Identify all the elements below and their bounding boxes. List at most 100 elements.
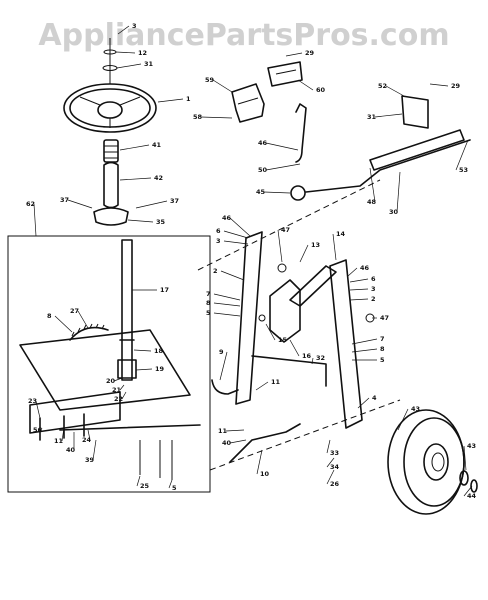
axle-center (269, 279, 301, 343)
callout-leader-c43-top (397, 408, 409, 431)
callout-label-c24: 24 (82, 436, 92, 444)
callout-label-c47-right: 47 (380, 314, 389, 322)
callout-label-c27: 27 (70, 307, 79, 315)
callout-label-c40-left: 40 (66, 446, 76, 454)
watermark-text: AppliancePartsPros.com (38, 18, 449, 53)
callout-leader-c59 (212, 79, 233, 93)
callout-leader-c8 (54, 315, 73, 333)
callout-label-c12: 12 (138, 49, 147, 57)
callout-label-c7: 7 (206, 290, 211, 298)
callout-leader-c16 (289, 339, 300, 357)
callout-leader-c18 (133, 349, 152, 352)
callout-label-c6: 6 (216, 227, 221, 235)
callout-leader-c13 (299, 244, 309, 263)
callout-leader-c3b (349, 288, 369, 291)
knob (290, 185, 306, 201)
callout-leader-c9 (219, 351, 228, 381)
callout-label-c44: 44 (467, 492, 477, 500)
callout-leader-c46-right (347, 267, 358, 277)
callout-leader-c5a (213, 312, 241, 317)
callout-label-c13: 13 (311, 241, 320, 249)
callout-label-c31-right: 31 (367, 113, 377, 121)
callout-leader-c22 (121, 391, 127, 400)
callout-leader-c37-right (135, 200, 168, 209)
callout-leader-c50 (265, 163, 301, 171)
callout-leader-c20 (113, 377, 123, 382)
callout-leader-c31-top (116, 63, 142, 69)
callout-label-c46-mid: 46 (222, 214, 232, 222)
callout-label-c37-right: 37 (170, 197, 179, 205)
steering-shaft-cover (103, 161, 119, 209)
callout-leader-c6b (349, 278, 369, 283)
steering-column-mount (93, 207, 129, 226)
callout-label-c22: 22 (114, 395, 123, 403)
tie-rod (251, 355, 327, 387)
bracket-left (231, 83, 265, 123)
lift-rod (295, 103, 307, 163)
callout-leader-c53 (455, 139, 469, 171)
callout-label-c14: 14 (336, 230, 346, 238)
callout-leader-c40-mid (229, 439, 247, 444)
callout-leader-c8b (213, 302, 241, 307)
callout-label-c35: 35 (156, 218, 166, 226)
axle-bolts (258, 263, 375, 323)
callout-label-c26: 26 (330, 480, 340, 488)
callout-leader-c26 (326, 469, 335, 485)
callout-leader-c23 (35, 400, 41, 419)
callout-label-c11-mid: 11 (271, 378, 281, 386)
steering-shaft (117, 239, 137, 381)
callout-leader-c41 (119, 144, 150, 151)
center-axle-bar (289, 265, 337, 307)
callout-label-c47-top: 47 (281, 226, 290, 234)
callout-leader-c48 (369, 167, 376, 203)
callout-label-c48: 48 (367, 198, 377, 206)
callout-label-c37-left: 37 (60, 196, 69, 204)
callout-leader-c5-bottom (168, 479, 173, 489)
callout-label-c11-low: 11 (218, 427, 228, 435)
callout-leader-c43-right (463, 445, 467, 471)
callout-leader-c58 (200, 116, 233, 119)
bracket-right (267, 61, 303, 87)
callout-leader-c30 (396, 171, 401, 213)
callout-label-c40-mid: 40 (222, 439, 232, 447)
callout-label-c52: 52 (378, 82, 387, 90)
steering-bushing (103, 139, 119, 163)
callout-leader-c37-left (67, 199, 93, 209)
callout-label-c43-top: 43 (411, 405, 420, 413)
callout-leader-c62 (33, 203, 37, 237)
callout-leader-c44 (463, 485, 473, 497)
callout-label-c34: 34 (330, 463, 340, 471)
callout-label-c8b: 8 (206, 299, 211, 307)
callout-label-c10: 10 (260, 470, 270, 478)
callout-label-c23: 23 (28, 397, 37, 405)
callout-label-c50: 50 (258, 166, 268, 174)
callout-label-c6b: 6 (371, 275, 376, 283)
pinion-bolts (139, 440, 173, 480)
steering-gear-box (7, 235, 211, 493)
callout-label-c5a: 5 (206, 309, 211, 317)
callout-label-c18: 18 (154, 347, 164, 355)
callout-leader-c15 (265, 323, 276, 341)
callout-leader-c33 (326, 439, 331, 454)
callout-leader-c21 (119, 384, 125, 391)
callout-leader-c4 (357, 397, 370, 409)
callout-leader-c10 (256, 449, 263, 475)
sector-gear (69, 323, 109, 341)
callout-label-c39: 39 (85, 456, 95, 464)
callout-leader-c7 (213, 293, 241, 301)
callout-leader-c52 (385, 85, 405, 97)
callout-leader-c3-mid (223, 240, 249, 245)
callout-leader-c35 (127, 219, 154, 223)
callout-leader-c11-mid (255, 381, 269, 391)
callout-label-c60: 60 (316, 86, 326, 94)
callout-label-c17: 17 (160, 286, 169, 294)
callout-label-c9: 9 (219, 348, 224, 356)
callout-label-c41: 41 (152, 141, 162, 149)
callout-leader-c7b (351, 338, 378, 345)
callout-leader-c29-right (429, 83, 449, 87)
callout-leader-c8c (351, 348, 378, 353)
callout-leader-c14 (332, 233, 337, 261)
axle-left-arm (211, 231, 263, 405)
